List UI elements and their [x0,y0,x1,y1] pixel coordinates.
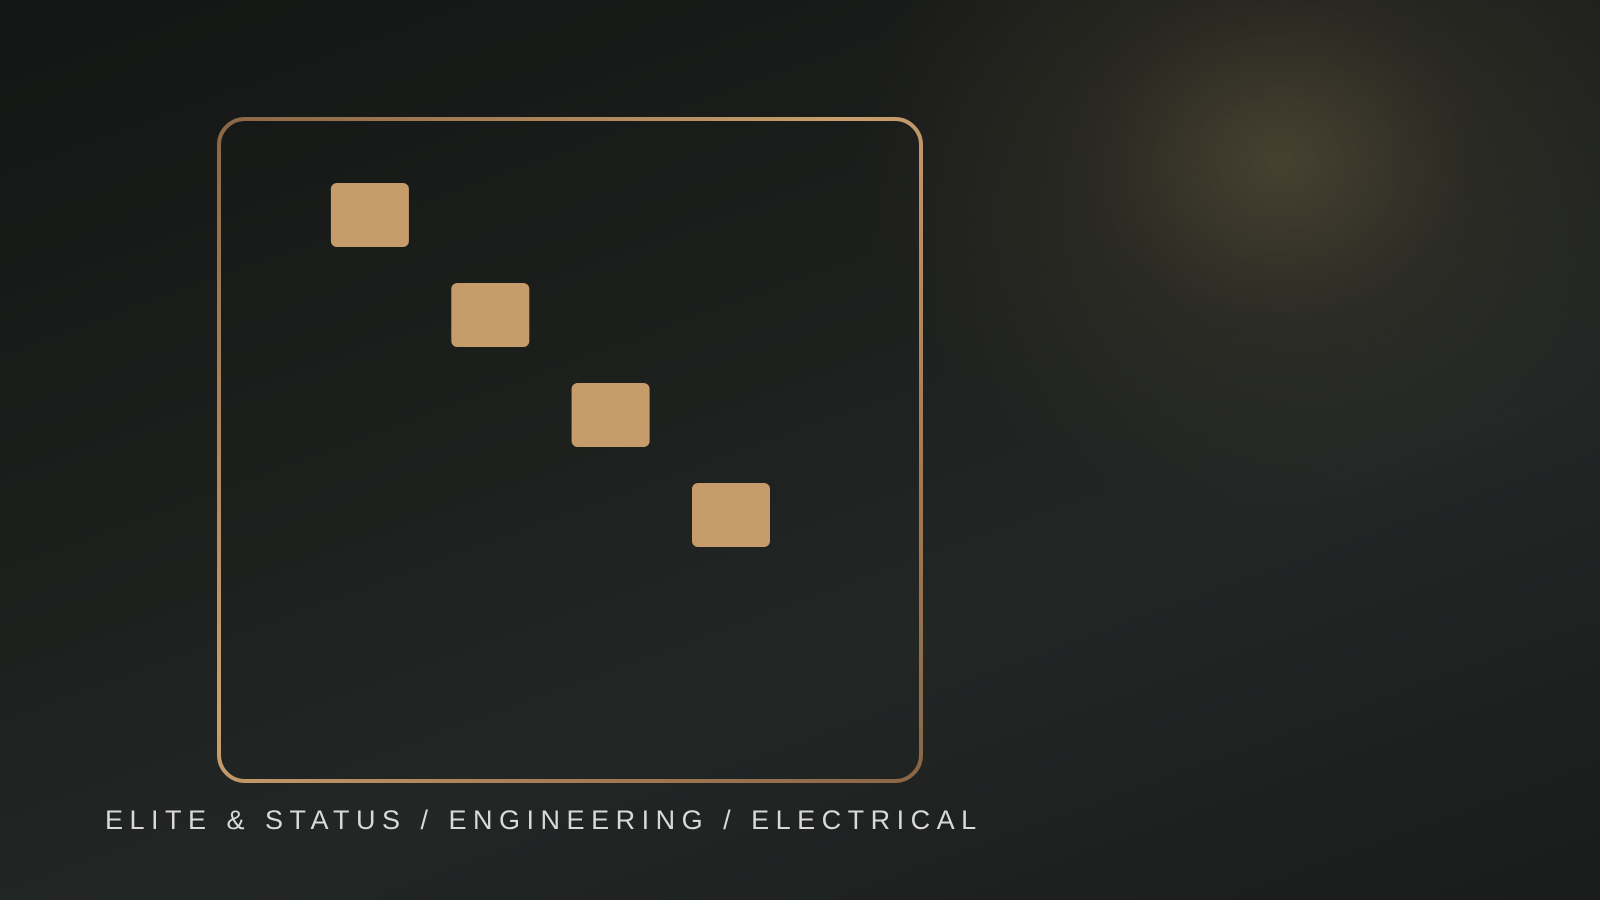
slider-knob[interactable] [451,283,530,347]
side-lines-group [1006,232,1376,568]
category-caption: ELITE & STATUS / ENGINEERING / ELECTRICA… [105,805,983,835]
slider-knob[interactable] [571,383,650,447]
slider-group [300,183,841,618]
mixer-panel-frame [217,117,923,783]
slider-knob[interactable] [692,483,770,547]
slider-knob[interactable] [330,183,409,247]
